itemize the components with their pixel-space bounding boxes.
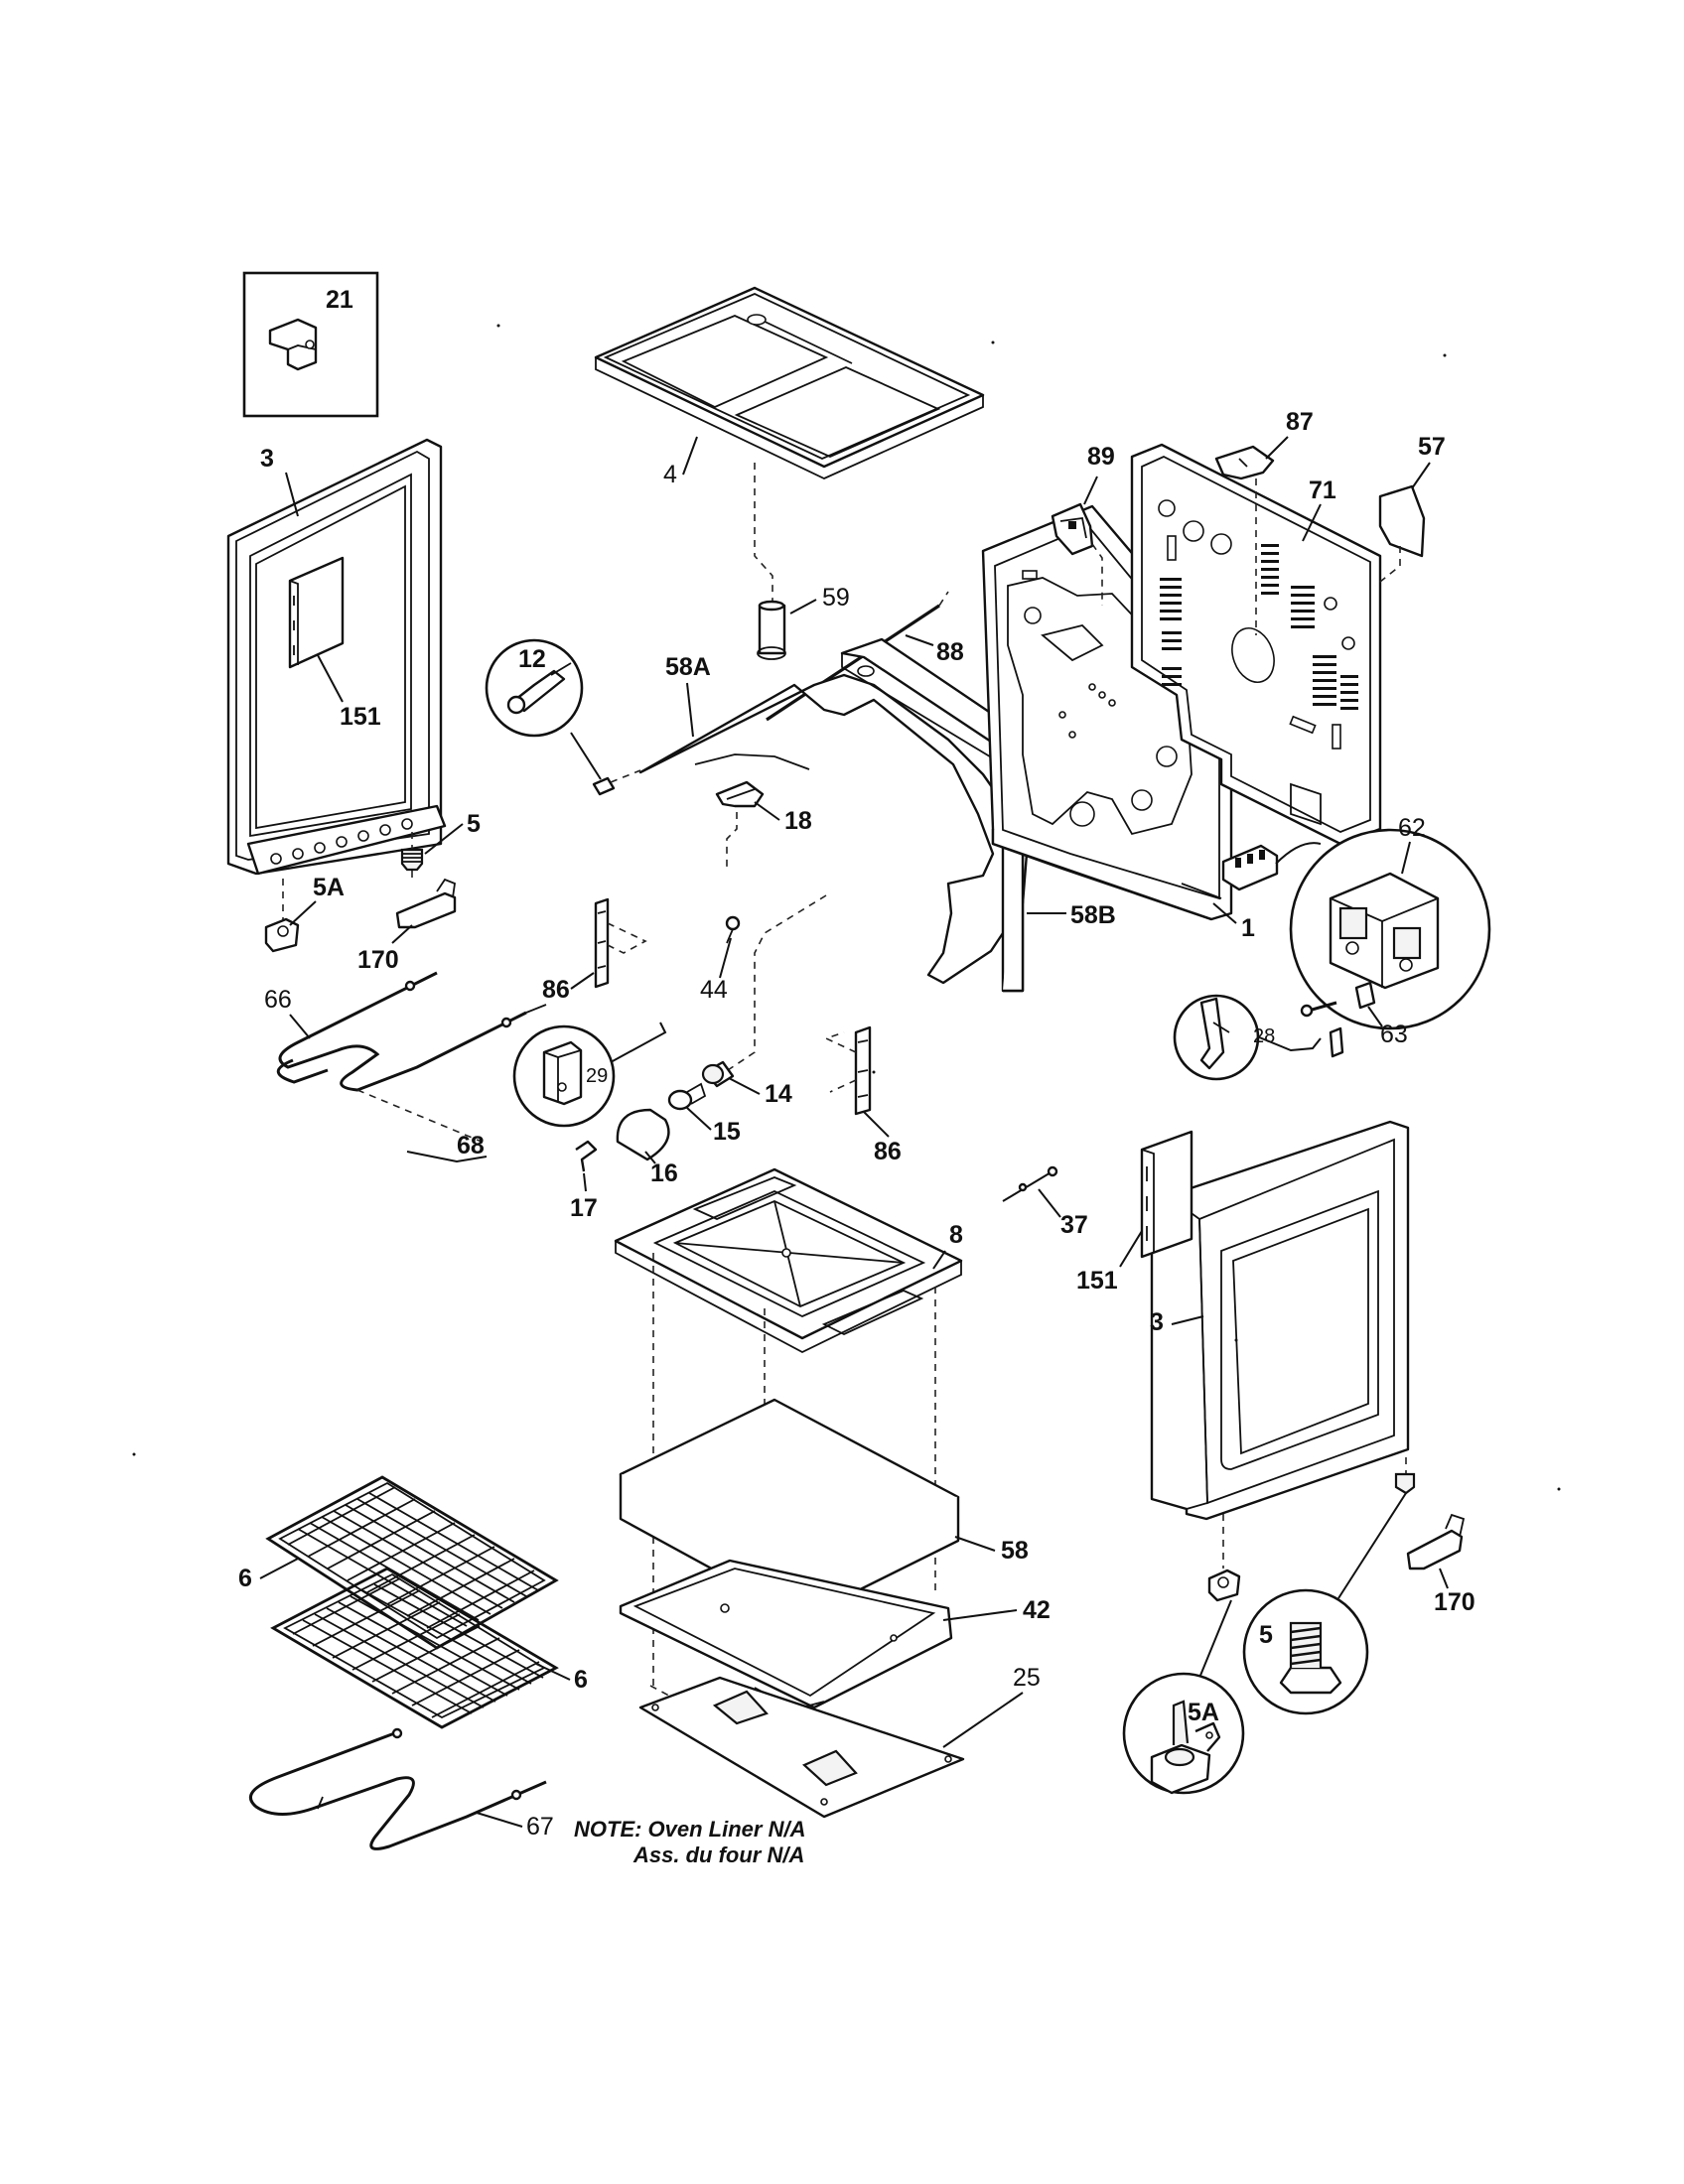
part-88-wire: 88: [766, 591, 964, 722]
bake-element-67: 67: [249, 1727, 554, 1850]
rear-panel-71: 71: [1130, 443, 1382, 846]
label-5-left: 5: [467, 810, 481, 838]
left-bracket-151: 151: [288, 556, 381, 731]
hinge-receiver-86-left: 86: [542, 897, 647, 1004]
lamp-receptacle-29-bubble: 29: [512, 1022, 667, 1128]
label-14: 14: [765, 1080, 792, 1108]
rear-panel-vents: [1160, 544, 1358, 710]
label-15: 15: [713, 1118, 741, 1146]
label-44: 44: [700, 976, 728, 1004]
label-68: 68: [457, 1132, 485, 1160]
oven-lamp-assembly: 14 15 16 17: [570, 1060, 792, 1222]
label-71: 71: [1309, 477, 1336, 504]
right-side-panel-3: 3: [1150, 1120, 1410, 1521]
label-86-right: 86: [874, 1138, 902, 1165]
label-5-right: 5: [1259, 1621, 1273, 1649]
label-4: 4: [663, 461, 677, 488]
label-12: 12: [518, 645, 546, 673]
label-8: 8: [949, 1221, 963, 1249]
label-6-bottom: 6: [574, 1666, 588, 1694]
label-17: 17: [570, 1194, 598, 1222]
note-line-1: NOTE: Oven Liner N/A: [574, 1817, 805, 1842]
part-44-fastener: 44: [700, 915, 741, 1004]
label-151-left: 151: [340, 703, 381, 731]
lamp-mount-dashed-leader: [724, 894, 827, 1073]
note-line-2: Ass. du four N/A: [632, 1843, 804, 1867]
label-88: 88: [936, 638, 964, 666]
label-1: 1: [1241, 914, 1255, 942]
part-87-shield: 87: [1214, 408, 1314, 635]
label-170-left: 170: [357, 946, 399, 974]
label-89: 89: [1087, 443, 1115, 471]
label-5A-right: 5A: [1188, 1699, 1219, 1726]
label-29: 29: [586, 1065, 608, 1087]
label-67: 67: [526, 1813, 554, 1841]
broil-element-66: 66 68: [264, 971, 547, 1163]
label-57: 57: [1418, 433, 1446, 461]
scan-specks: [132, 324, 1561, 1491]
label-58A: 58A: [665, 653, 711, 681]
bracket-89: 89: [1051, 443, 1115, 606]
label-66: 66: [264, 986, 292, 1014]
terminal-block-62: 62 63: [1221, 814, 1491, 1048]
part-57-cover: 57: [1374, 433, 1446, 587]
label-63: 63: [1380, 1021, 1408, 1048]
label-3-right: 3: [1150, 1308, 1164, 1336]
label-25: 25: [1013, 1664, 1041, 1692]
label-87: 87: [1286, 408, 1314, 436]
label-18: 18: [784, 807, 812, 835]
label-3-left: 3: [260, 445, 274, 473]
hinge-28-bubble: 28: [1173, 994, 1344, 1081]
label-28: 28: [1253, 1025, 1275, 1047]
oven-bottom-42: 42: [619, 1559, 1051, 1710]
left-leveler-group: 5 5A 170: [264, 810, 481, 974]
label-21: 21: [326, 286, 353, 314]
hinge-receiver-86-right: 86: [823, 1025, 902, 1165]
label-86-left: 86: [542, 976, 570, 1004]
left-side-panel-3: 3: [226, 438, 447, 876]
oven-liner-note: NOTE: Oven Liner N/A Ass. du four N/A: [574, 1817, 805, 1867]
label-42: 42: [1023, 1596, 1051, 1624]
part-59-spacer: 59: [757, 584, 850, 660]
sensor-12-bubble: 12: [485, 638, 641, 796]
label-58B: 58B: [1070, 901, 1116, 929]
label-16: 16: [650, 1160, 678, 1187]
part-18-clip: 18: [715, 780, 812, 872]
label-5A-left: 5A: [313, 874, 345, 901]
part-37-wire: 37: [1002, 1165, 1088, 1239]
label-37: 37: [1060, 1211, 1088, 1239]
top-panel-4: 4: [594, 286, 985, 601]
oven-rack-6-bottom: 6: [270, 1567, 588, 1729]
label-62: 62: [1398, 814, 1426, 842]
right-leveler-group: 170 5 5A: [1122, 1457, 1475, 1795]
right-bracket-151: 151: [1076, 1130, 1193, 1295]
insulation-58A: 58A: [638, 653, 1029, 985]
label-170-right: 170: [1434, 1588, 1475, 1616]
label-151-right: 151: [1076, 1267, 1118, 1295]
bottom-shield-25: 25: [638, 1664, 1041, 1819]
label-59: 59: [822, 584, 850, 612]
oven-top-8: 8: [614, 1167, 963, 1354]
inset-part-21: 21: [242, 271, 379, 418]
label-6-top: 6: [238, 1565, 252, 1592]
label-58: 58: [1001, 1537, 1029, 1565]
